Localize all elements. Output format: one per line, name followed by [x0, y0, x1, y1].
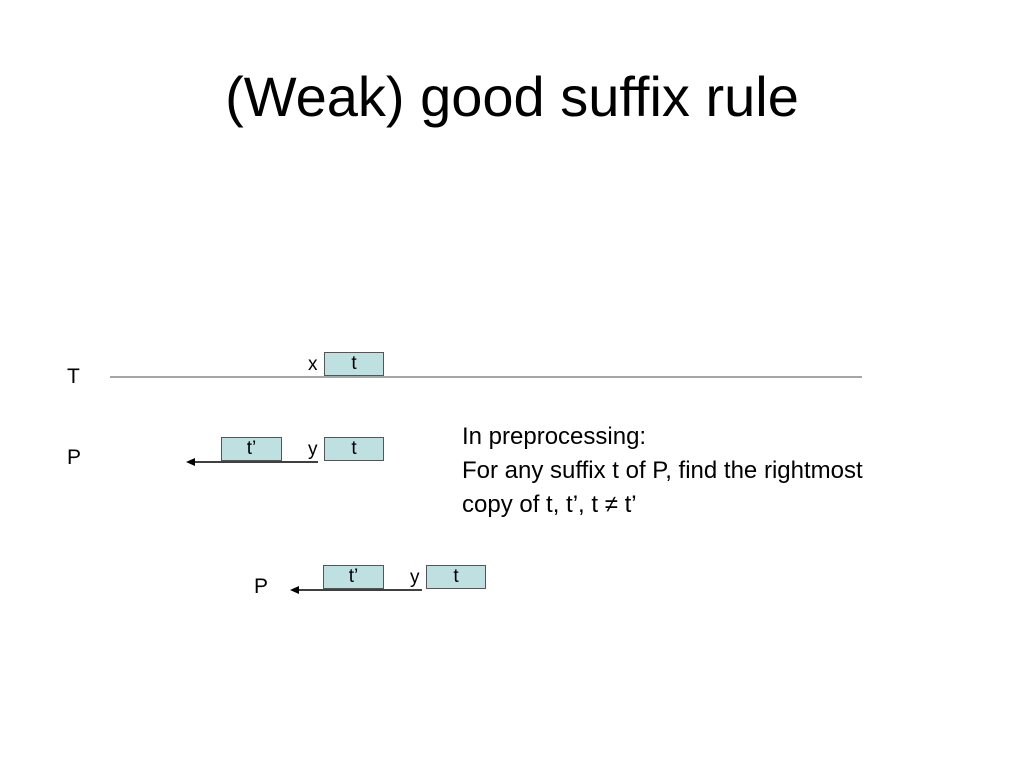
shifted-pattern-label: P: [254, 575, 269, 598]
preprocessing-note: In preprocessing: For any suffix t of P,…: [462, 420, 1002, 522]
pattern-label: P: [67, 446, 82, 469]
shifted-pattern-mismatch-char: y: [410, 567, 420, 588]
text-label: T: [67, 365, 80, 388]
shifted-pattern-arrow-head: [290, 586, 299, 594]
shifted-pattern-suffix-box: t: [426, 565, 486, 589]
text-suffix-box: t: [324, 352, 384, 376]
pattern-mismatch-char: y: [308, 439, 318, 460]
shifted-pattern-copy-box: t’: [323, 565, 384, 589]
pattern-suffix-box: t: [324, 437, 384, 461]
text-mismatch-char: x: [308, 354, 318, 375]
pattern-arrow-head: [186, 458, 195, 466]
slide-title: (Weak) good suffix rule: [225, 65, 799, 128]
note-line: In preprocessing:: [462, 423, 647, 450]
note-line: copy of t, t’, t ≠ t’: [462, 491, 637, 518]
pattern-copy-box: t’: [221, 437, 282, 461]
note-line: For any suffix t of P, find the rightmos…: [462, 457, 863, 484]
